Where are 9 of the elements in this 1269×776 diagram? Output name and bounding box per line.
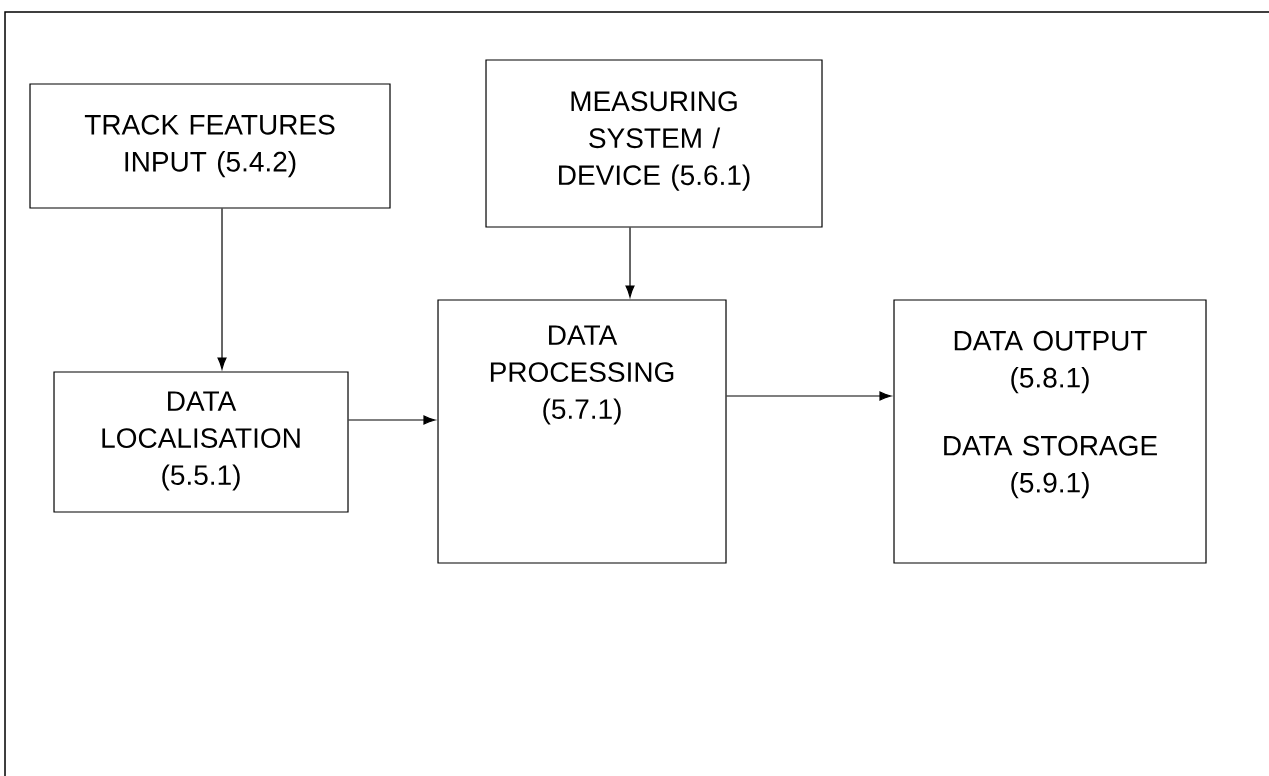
- process-box: DATA OUTPUT (5.8.1) DATA STORAGE (5.9.1): [893, 299, 1207, 564]
- process-box: DATA PROCESSING (5.7.1): [437, 299, 727, 564]
- arrow: [348, 415, 436, 425]
- process-box: MEASURING SYSTEM / DEVICE (5.6.1): [485, 59, 823, 228]
- arrow: [217, 208, 227, 370]
- arrow: [625, 227, 635, 298]
- process-box: DATA LOCALISATION (5.5.1): [53, 371, 349, 513]
- process-box: TRACK FEATURES INPUT (5.4.2): [29, 83, 391, 209]
- arrow: [726, 391, 892, 401]
